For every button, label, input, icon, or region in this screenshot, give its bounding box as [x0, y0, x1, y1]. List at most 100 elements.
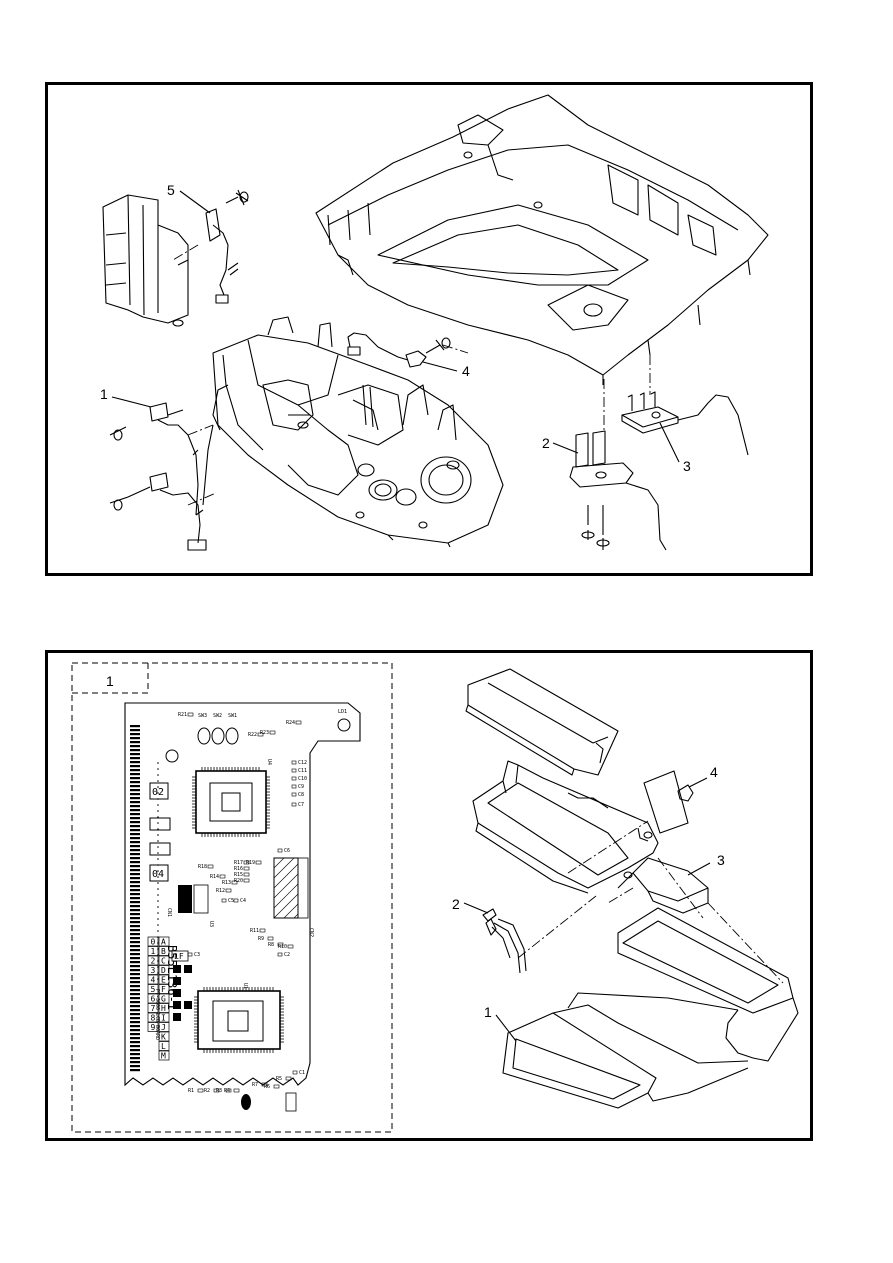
- via-dot: [157, 888, 159, 890]
- cn1-pin: [130, 773, 140, 776]
- via-dot: [157, 882, 159, 884]
- cn1-pin: [130, 749, 140, 752]
- via-dot: [157, 810, 159, 812]
- resistor-label: R8: [268, 942, 274, 948]
- cn1-pin: [130, 957, 140, 960]
- resistor: [187, 712, 194, 717]
- code-letter-cell: [158, 1041, 170, 1051]
- via-dot: [157, 858, 159, 860]
- bottom-callout-2: 2: [452, 896, 460, 912]
- code-letter-text: D: [161, 966, 166, 975]
- cn1-pin: [130, 845, 140, 848]
- cn1-pin: [130, 1009, 140, 1012]
- cn1-pin: [130, 797, 140, 800]
- resistor-label: R20: [234, 878, 243, 884]
- cn1-pin: [130, 1021, 140, 1024]
- cn1-pin: [130, 889, 140, 892]
- bottom-callout-1: 1: [484, 1004, 492, 1020]
- via-dot: [157, 834, 159, 836]
- code-digit-text: 9: [151, 1023, 156, 1032]
- resistor: [219, 874, 226, 879]
- resistor: [267, 936, 274, 941]
- code-letter-cell: [158, 1022, 170, 1032]
- via-dot: [157, 912, 159, 914]
- resistor-label: R24: [286, 720, 295, 726]
- resistor: [257, 732, 264, 737]
- cn1-pin: [130, 869, 140, 872]
- cn1-pin: [130, 821, 140, 824]
- capacitor: [221, 898, 227, 903]
- u3-label: U3: [208, 921, 214, 927]
- code-letter-text: E: [161, 976, 166, 985]
- capacitor-label: C8: [298, 792, 304, 798]
- assembly-guide-lines: [172, 244, 651, 506]
- cn1-pin: [130, 757, 140, 760]
- cn1-pin: [130, 913, 140, 916]
- code-digit-cell: [147, 946, 159, 956]
- board-part-number: B55L136-1: [165, 945, 179, 1010]
- capacitor-label: C4: [240, 898, 246, 904]
- capacitor-label: C3: [194, 952, 200, 958]
- capacitor: [291, 802, 297, 807]
- lcd-cover-part: [465, 668, 619, 776]
- cn1-pin: [130, 985, 140, 988]
- callout-5: 5: [167, 182, 175, 198]
- cn1-label: CN1: [166, 908, 172, 917]
- sensor-3-part: [621, 391, 749, 456]
- cn1-pin: [130, 825, 140, 828]
- cn1-pin: [130, 813, 140, 816]
- u1-label: U1: [242, 983, 248, 989]
- cn1-pin: [130, 917, 140, 920]
- resistor-label: R23: [260, 730, 269, 736]
- via-dot: [157, 846, 159, 848]
- cn1-pin: [130, 1057, 140, 1060]
- cn1-pin: [130, 929, 140, 932]
- cn1-edge-connector: [130, 725, 140, 1072]
- via-dot: [157, 954, 159, 956]
- capacitor: [291, 776, 297, 781]
- u4-label: U4: [266, 759, 272, 765]
- cn1-pin: [130, 733, 140, 736]
- cn1-pin: [130, 941, 140, 944]
- top-exploded-view-drawing: 5 4 1 2 3: [100, 94, 769, 551]
- ic-u3: [178, 884, 209, 914]
- cn1-pin: [130, 801, 140, 804]
- cn1-pin: [130, 785, 140, 788]
- resistor-label: R22: [248, 732, 257, 738]
- cn1-pin: [130, 833, 140, 836]
- bottom-callout-4: 4: [710, 764, 718, 780]
- cn1-pin: [130, 777, 140, 780]
- resistor: [243, 866, 250, 871]
- sensor-2-part: [569, 430, 667, 551]
- lcd-frame-part: [472, 760, 659, 894]
- sensor-5-part: [205, 189, 249, 304]
- capacitor-label: C10: [298, 776, 307, 782]
- cn1-pin: [130, 865, 140, 868]
- capacitor-label: C9: [298, 784, 304, 790]
- board-name: PT-3000 LCD BOARD: [154, 989, 160, 1040]
- resistor: [213, 1088, 220, 1093]
- code-digit-text: 0: [151, 938, 156, 947]
- cn1-pin: [130, 1037, 140, 1040]
- resistor-label: R18: [198, 864, 207, 870]
- cn2-label: CN2: [308, 928, 314, 937]
- switch-sw1: [225, 727, 239, 745]
- code-letter-cell: [158, 1003, 170, 1013]
- cn1-pin: [130, 881, 140, 884]
- resistor: [295, 720, 302, 725]
- boxed-number-04-text: 04: [152, 869, 164, 880]
- cn1-pin: [130, 905, 140, 908]
- via-dot: [157, 924, 159, 926]
- resistor: [197, 1088, 204, 1093]
- code-letter-cell: [158, 955, 170, 966]
- code-letter-text: G: [161, 995, 166, 1004]
- cn1-pin: [130, 753, 140, 756]
- cn1-pin: [130, 729, 140, 732]
- cn1-pin: [130, 781, 140, 784]
- cn1-pin: [130, 909, 140, 912]
- resistor-label: R17: [234, 860, 243, 866]
- cn1-pin: [130, 861, 140, 864]
- code-digit-cell: [147, 936, 159, 947]
- via-dot: [157, 894, 159, 896]
- sw1-label: SW1: [228, 713, 237, 719]
